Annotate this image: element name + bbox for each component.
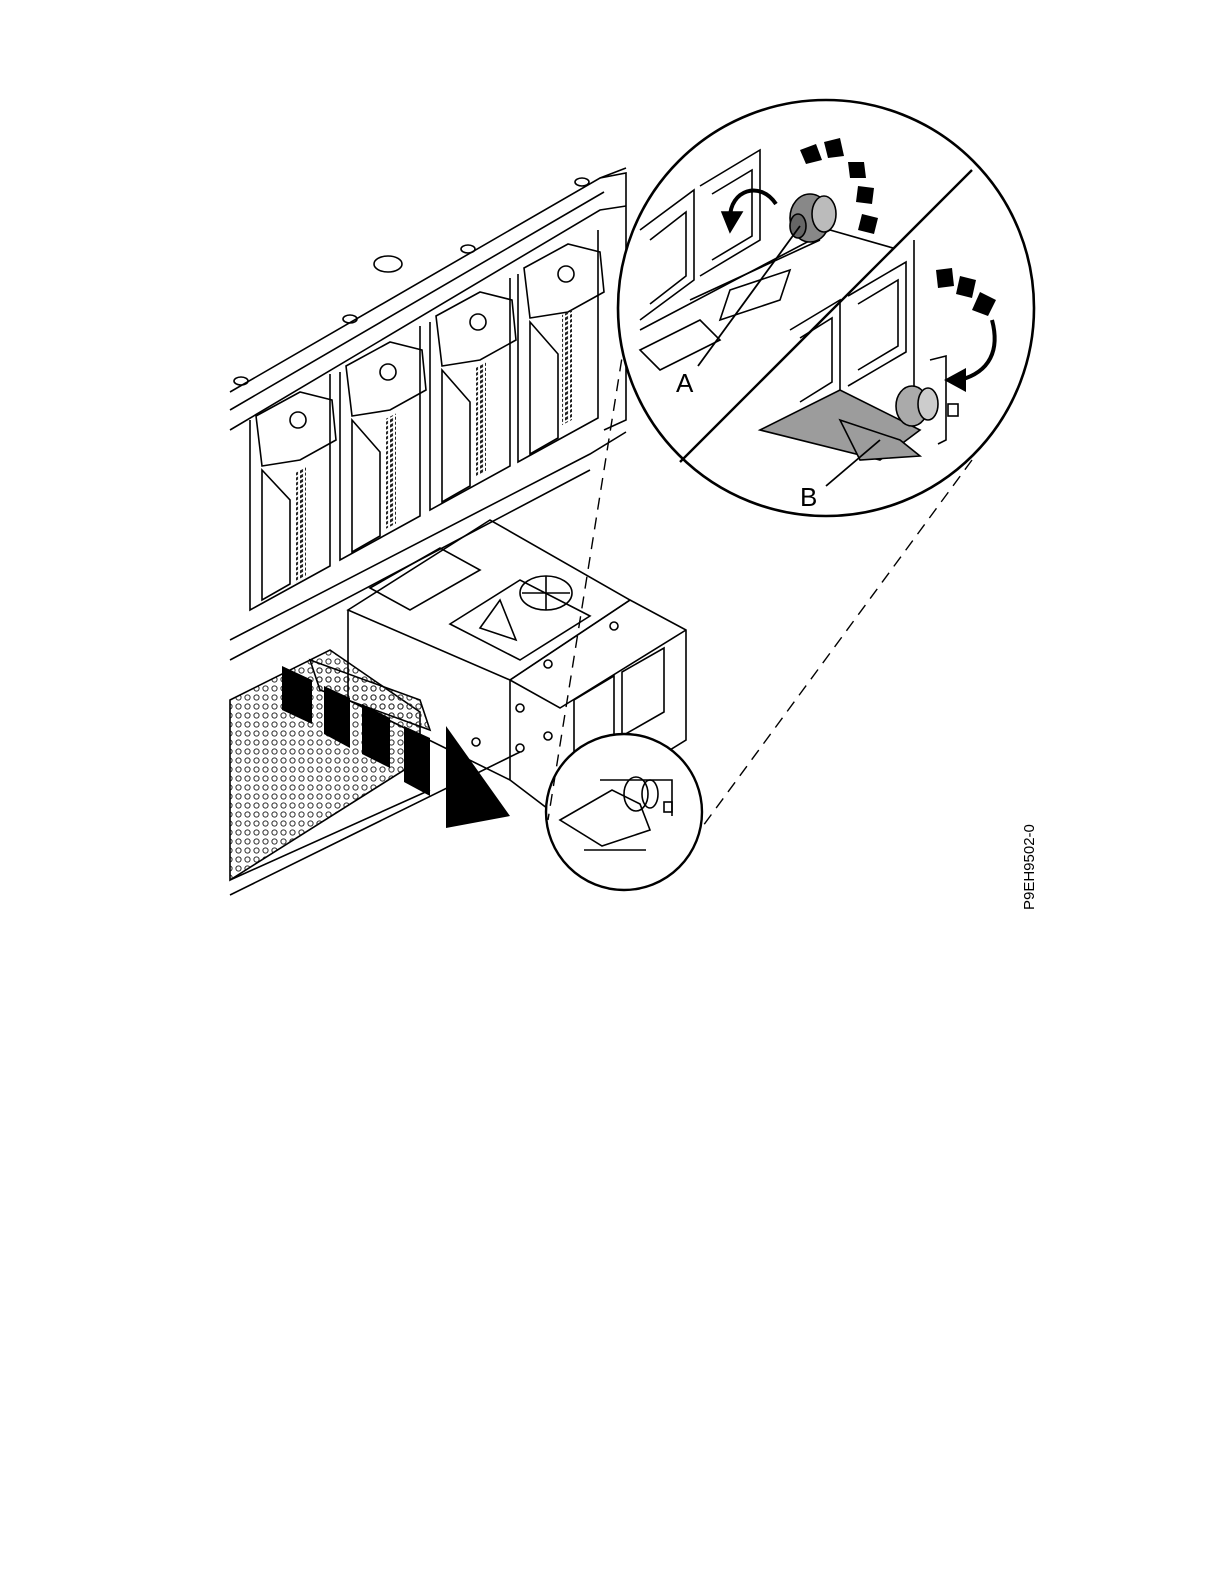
latch-detail-small xyxy=(546,734,702,890)
latch-detail-large xyxy=(618,100,1034,516)
callout-a-label: A xyxy=(676,368,694,398)
figure-id: P9EH9502-0 xyxy=(1021,824,1038,910)
callout-b-label: B xyxy=(800,482,817,512)
pcie-card-slots xyxy=(250,230,604,610)
